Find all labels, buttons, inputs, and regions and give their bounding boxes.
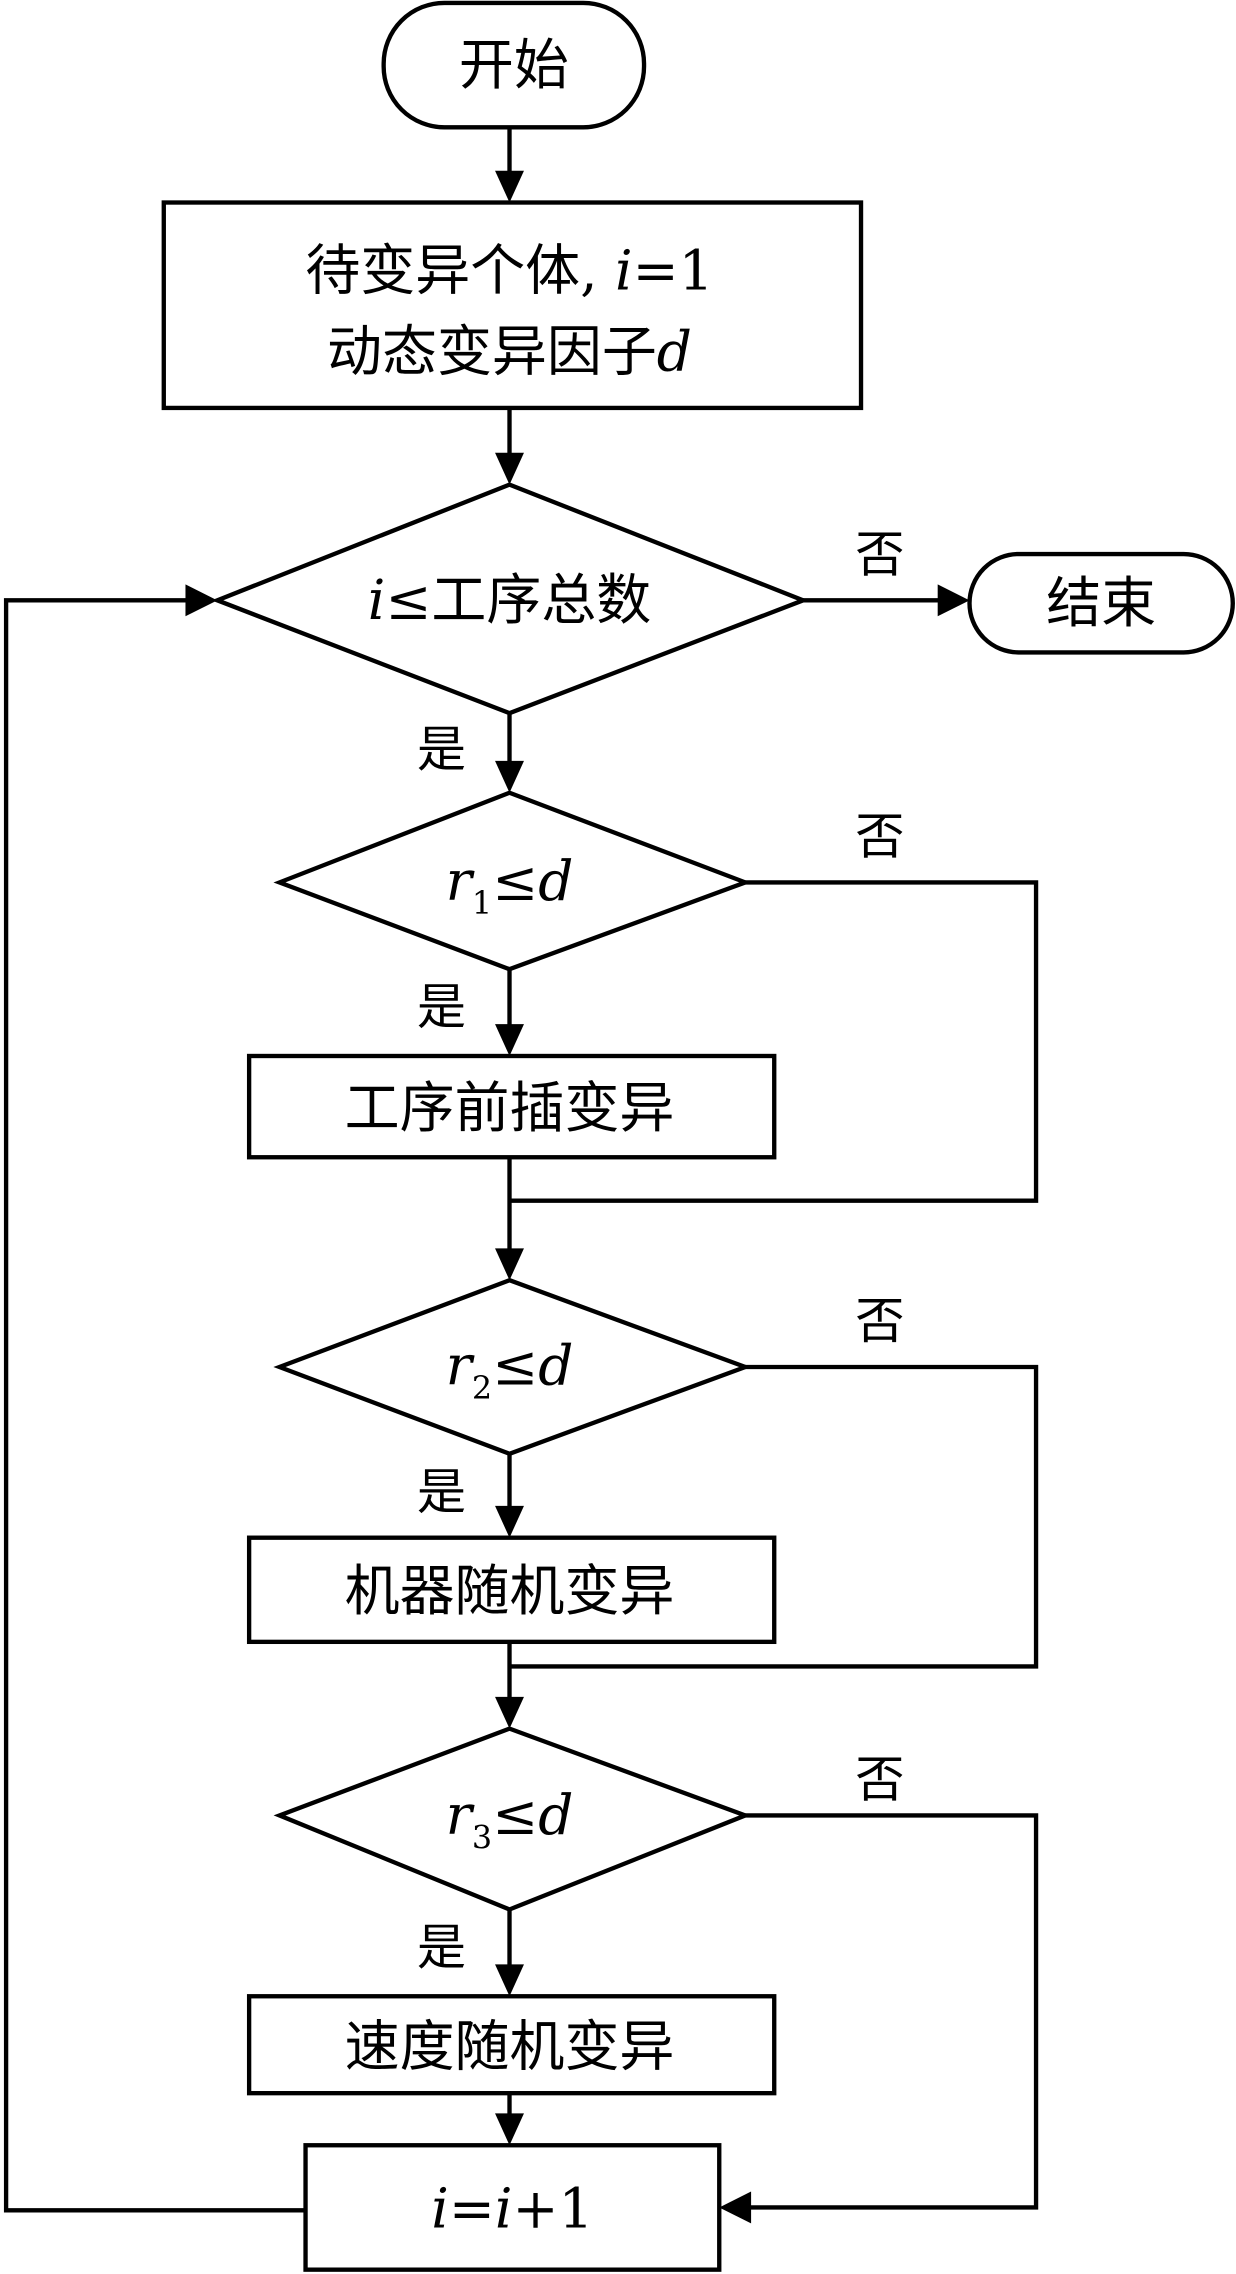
arrowhead <box>495 1505 524 1538</box>
r3-condition-label: r3≤d <box>446 1783 574 1856</box>
init-line-1: 待变异个体, i=1 <box>305 238 713 302</box>
connector <box>509 1364 1039 1669</box>
r1-condition-label: r1≤d <box>446 849 574 922</box>
no-label: 否 <box>855 525 904 583</box>
start-terminal <box>381 0 647 130</box>
arrowhead <box>719 2191 752 2224</box>
arrowhead <box>937 584 970 617</box>
connector <box>509 880 1039 1203</box>
op3-label: 速度随机变异 <box>345 2015 675 2079</box>
connector <box>745 1813 1039 2210</box>
yes-label: 是 <box>417 978 466 1036</box>
yes-label: 是 <box>417 721 466 779</box>
arrowhead <box>185 584 218 617</box>
increment-process-box <box>303 2143 722 2272</box>
arrowhead <box>495 760 524 793</box>
end-label: 结束 <box>1046 571 1156 635</box>
arrowhead <box>495 1248 524 1281</box>
loop-back-connector <box>3 598 306 2213</box>
no-label: 否 <box>855 1751 904 1809</box>
end-terminal <box>967 551 1235 655</box>
op3-process-box <box>246 1994 777 2096</box>
r2-condition-label: r2≤d <box>446 1333 574 1406</box>
arrowhead <box>495 452 524 485</box>
no-label: 否 <box>855 807 904 865</box>
arrowhead <box>495 1024 524 1056</box>
arrowhead <box>495 170 524 203</box>
op1-label: 工序前插变异 <box>345 1076 675 1140</box>
arrowhead <box>495 1696 524 1729</box>
op2-label: 机器随机变异 <box>345 1559 675 1623</box>
op2-process-box <box>246 1535 777 1645</box>
loop-condition-label: i≤工序总数 <box>368 568 651 632</box>
init-line-2: 动态变异因子d <box>327 319 692 383</box>
increment-label: i=i+1 <box>431 2177 593 2241</box>
arrowhead <box>495 1964 524 1997</box>
yes-label: 是 <box>417 1918 466 1976</box>
arrowhead <box>495 2113 524 2146</box>
start-label: 开始 <box>459 33 569 97</box>
init-process-box <box>161 200 864 411</box>
no-label: 否 <box>855 1292 904 1350</box>
yes-label: 是 <box>417 1463 466 1521</box>
